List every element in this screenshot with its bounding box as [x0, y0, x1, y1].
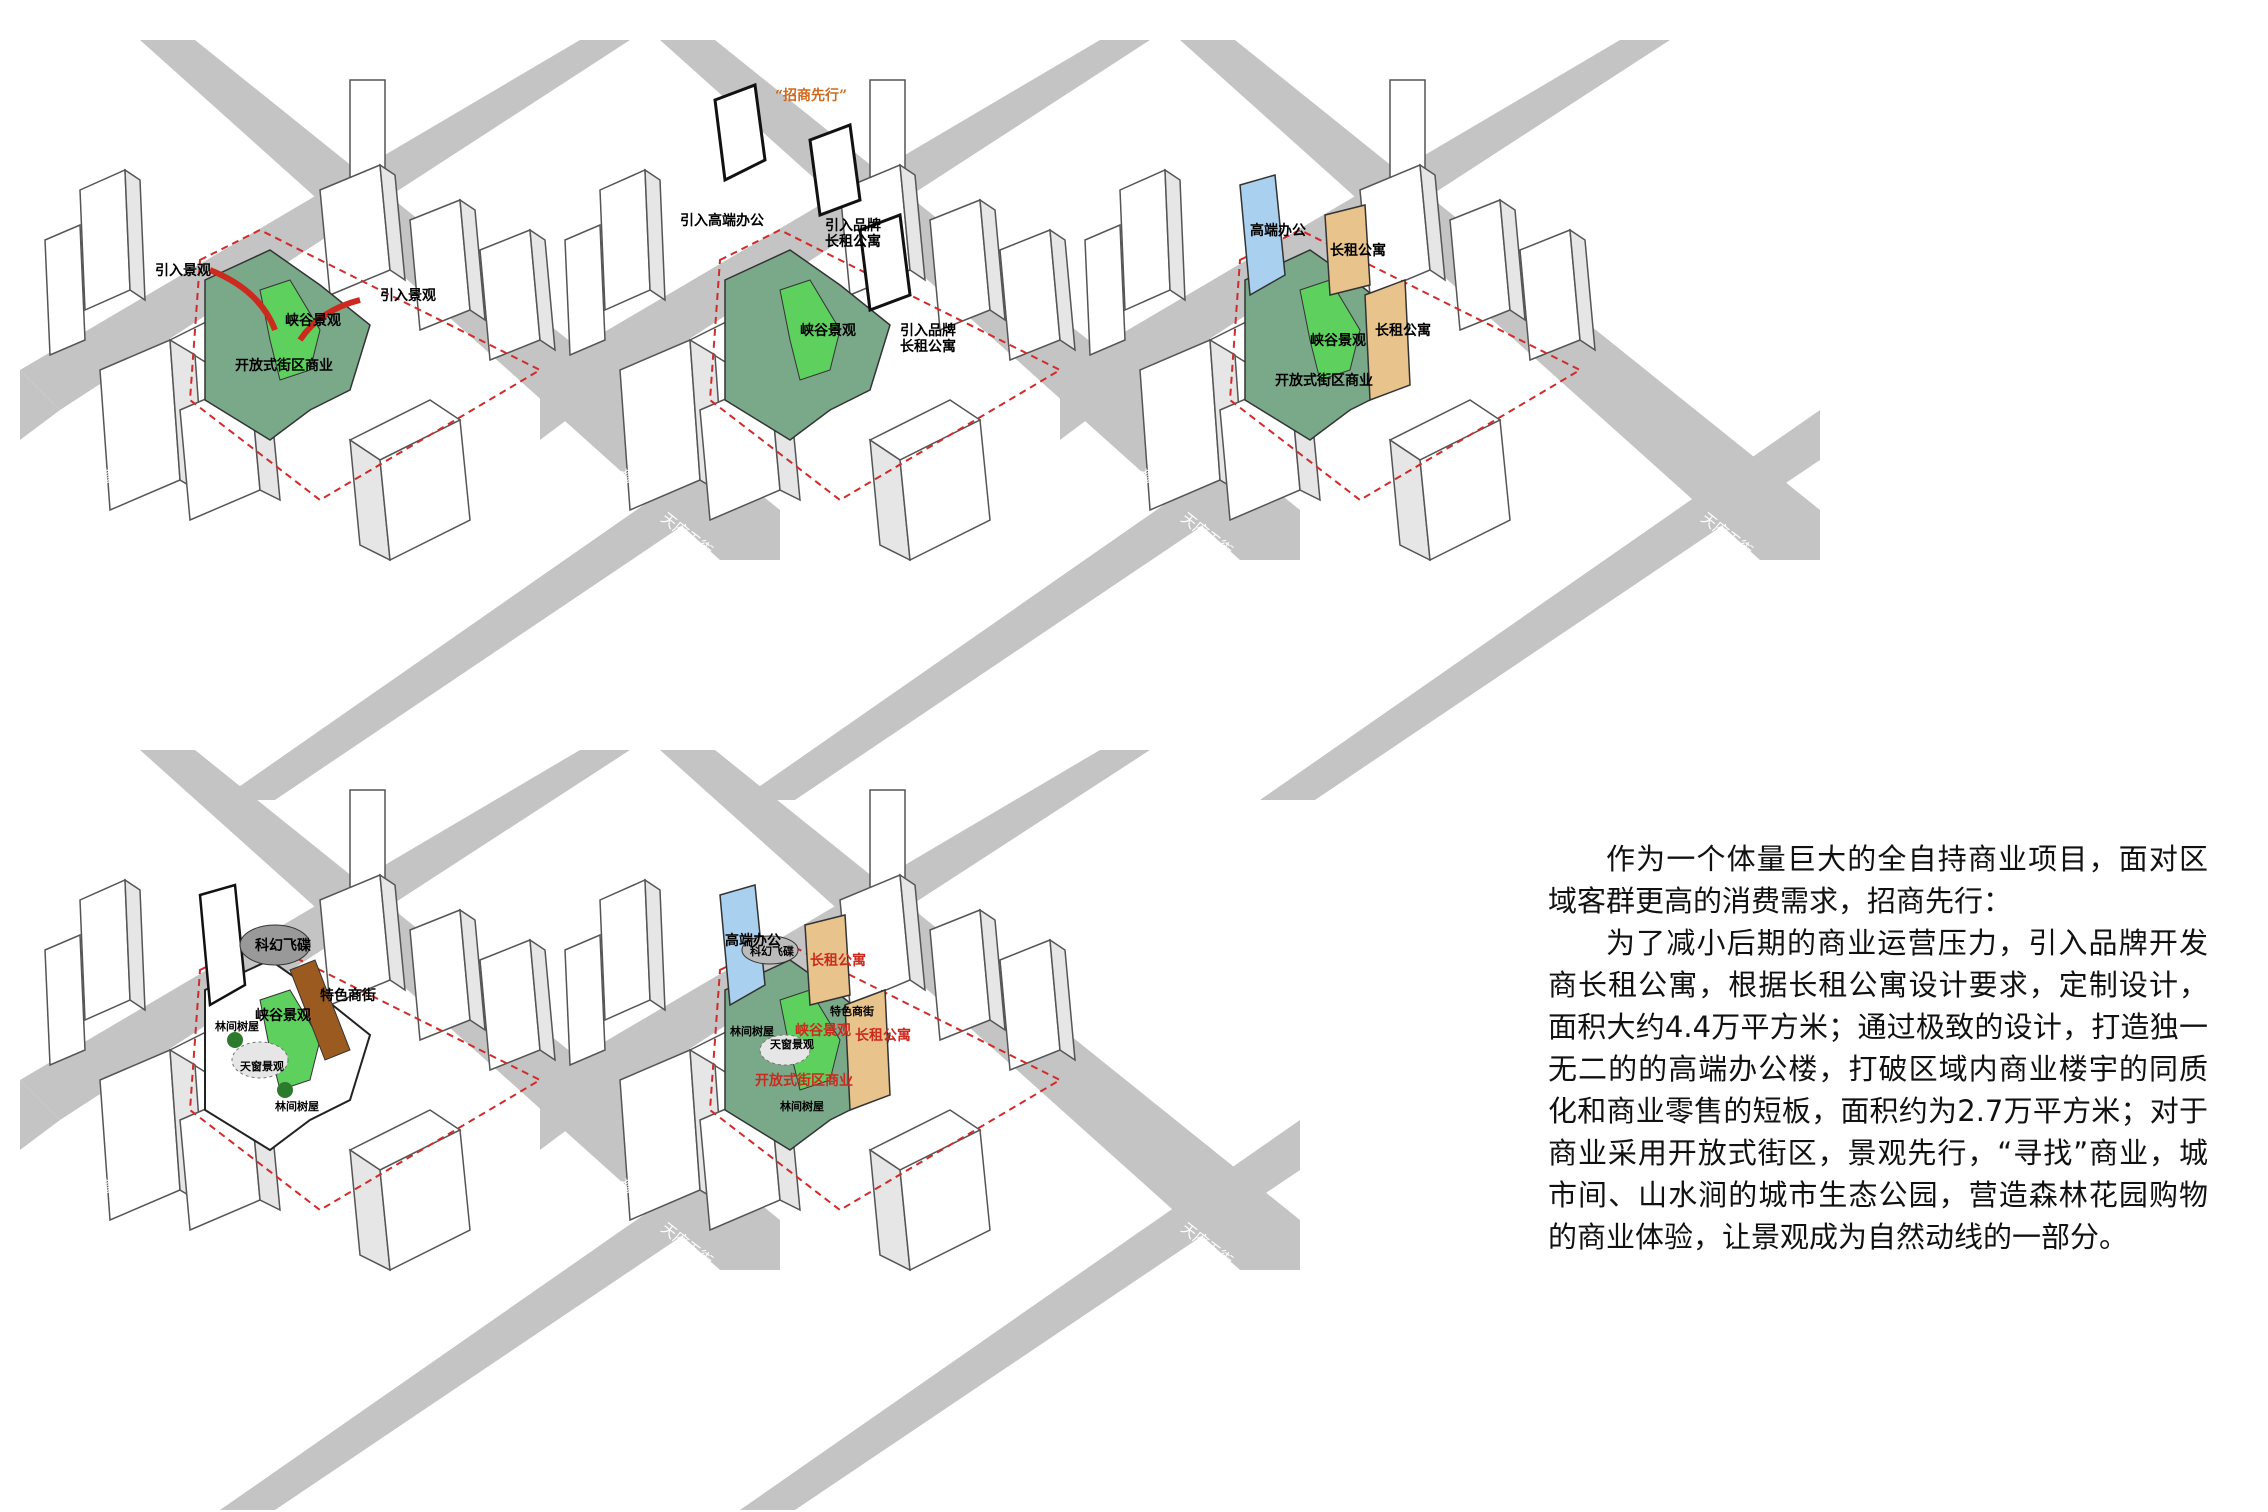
arrow	[297, 297, 361, 342]
label-sky: 天窗景观	[770, 1037, 814, 1051]
skylight	[759, 1034, 811, 1066]
office-outline	[198, 883, 247, 1008]
label-street-commerce: 开放式街区商业	[755, 1072, 853, 1089]
label-forest-a: 林间树屋	[215, 1019, 259, 1033]
label-forest-b: 林间树屋	[780, 1099, 824, 1113]
panel-features: 益州大道 天府五街 科幻飞碟 特色商街 峡谷景观 天窗景观 林间树屋 林间树屋	[20, 750, 780, 1510]
description-para-1: 作为一个体量巨大的全自持商业项目，面对区域客群更高的消费需求，招商先行：	[1548, 842, 2208, 918]
label-featured: 特色商街	[320, 987, 376, 1004]
label-canyon: 峡谷景观	[800, 322, 856, 339]
label-sky: 天窗景观	[240, 1059, 284, 1073]
office-tower	[719, 884, 766, 1007]
label-brand-apt-right: 引入品牌	[900, 322, 956, 339]
apartment-tower-right	[844, 988, 891, 1112]
label-brand-apt-top-2: 长租公寓	[825, 233, 881, 250]
label-landscape-right: 引入景观	[380, 288, 436, 304]
description-para-2: 为了减小后期的商业运营压力，引入品牌开发商长租公寓，根据长租公寓设计要求，定制设…	[1548, 926, 2208, 1254]
label-forest-a: 林间树屋	[730, 1024, 774, 1038]
description: 作为一个体量巨大的全自持商业项目，面对区域客群更高的消费需求，招商先行： 为了减…	[1548, 838, 2208, 1258]
panel-final: 益州大道 天府五街 高端办公 长租公寓 长租公寓 科幻飞碟 林间树屋 天窗景观 …	[540, 750, 1300, 1510]
label-canyon: 峡谷景观	[255, 1007, 311, 1024]
label-canyon: 峡谷景观	[1310, 332, 1366, 349]
apartment-tower-top	[808, 122, 862, 218]
label-merchants-first: “招商先行”	[775, 87, 847, 104]
label-office: 高端办公	[725, 932, 781, 949]
tree-house	[277, 1082, 293, 1098]
panel-landscape-intro: 益州大道 天府五街 引入景观 引入景观 峡谷景观 开放式街区商业	[20, 40, 780, 800]
panel-program: 益州大道 天府五街 高端办公 长租公寓 长租公寓 峡谷景观 开放式街区商业	[1060, 40, 1820, 800]
label-forest-b: 林间树屋	[275, 1099, 319, 1113]
ufo	[741, 935, 799, 965]
label-office: 高端办公	[1250, 222, 1306, 239]
label-apt-top: 长租公寓	[1330, 242, 1386, 259]
panel-merchants-first: 益州大道 天府五街 “招商先行” 引入高端办公 引入品牌 长租公寓 引入品牌 长…	[540, 40, 1300, 800]
label-apt-top: 长租公寓	[810, 952, 866, 969]
label-canyon: 峡谷景观	[795, 1022, 851, 1039]
garden	[779, 279, 841, 381]
apartment-tower-right	[858, 212, 912, 313]
label-brand-apt-top: 引入品牌	[825, 217, 881, 234]
label-landscape-left: 引入景观	[155, 263, 211, 279]
label-brand-apt-right-2: 长租公寓	[900, 338, 956, 355]
ufo	[239, 924, 311, 966]
apartment-tower-top	[1324, 204, 1371, 296]
featured-street	[289, 959, 351, 1061]
tree-house	[227, 1032, 243, 1048]
label-apt-right: 长租公寓	[855, 1027, 911, 1044]
arrow	[208, 267, 278, 332]
label-canyon: 峡谷景观	[285, 312, 341, 329]
apartment-tower-right	[1364, 278, 1411, 402]
label-ufo: 科幻飞碟	[750, 944, 794, 958]
apartment-tower-top	[804, 914, 851, 1006]
label-street-commerce: 开放式街区商业	[1275, 372, 1373, 389]
label-office: 引入高端办公	[680, 212, 764, 229]
label-apt-right: 长租公寓	[1375, 322, 1431, 339]
skylight	[231, 1041, 289, 1079]
label-featured: 特色商街	[830, 1004, 874, 1018]
office-tower	[713, 82, 767, 183]
label-street-commerce: 开放式街区商业	[235, 357, 333, 374]
office-tower	[1239, 174, 1286, 297]
garden	[259, 279, 321, 381]
label-ufo: 科幻飞碟	[255, 937, 311, 954]
